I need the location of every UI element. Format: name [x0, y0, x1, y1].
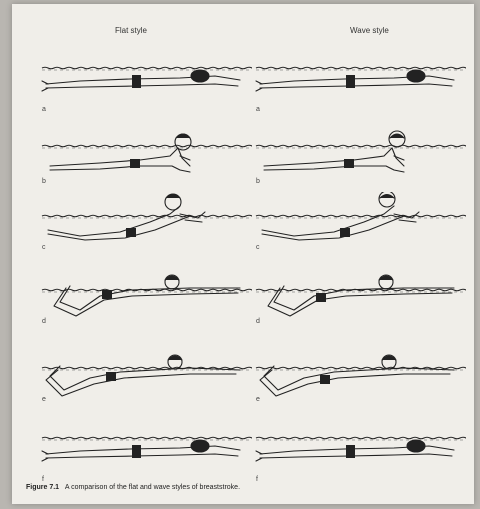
swimmer-illustration	[40, 266, 252, 328]
panel-letter: d	[256, 318, 260, 325]
wave-style-panel-c: c	[254, 192, 466, 254]
swimmer-illustration	[40, 424, 252, 486]
swimmer-illustration	[40, 344, 252, 406]
wave-style-panel-f: f	[254, 424, 466, 486]
figure-label: Figure 7.1	[26, 484, 59, 491]
swimmer-illustration	[254, 192, 466, 254]
swimmer-illustration	[254, 54, 466, 116]
swimmer-illustration	[40, 54, 252, 116]
panel-letter: e	[42, 396, 46, 403]
flat-style-title: Flat style	[115, 26, 147, 35]
swimmer-illustration	[254, 424, 466, 486]
panel-letter: a	[42, 106, 46, 113]
swimmer-body	[46, 446, 240, 454]
swimmer-illustration	[40, 192, 252, 254]
panel-letter: e	[256, 396, 260, 403]
flat-style-panel-f: f	[40, 424, 252, 486]
wave-style-panel-b: b	[254, 126, 466, 188]
panel-letter: c	[42, 244, 46, 251]
swimmer-illustration	[254, 126, 466, 188]
flat-style-panel-c: c	[40, 192, 252, 254]
wave-style-title: Wave style	[350, 26, 389, 35]
figure-caption-text: A comparison of the flat and wave styles…	[65, 484, 240, 491]
swimmer-body	[46, 76, 240, 84]
panel-letter: a	[256, 106, 260, 113]
swimmer-illustration	[254, 266, 466, 328]
figure-caption: Figure 7.1 A comparison of the flat and …	[26, 484, 240, 491]
panel-letter: b	[256, 178, 260, 185]
wave-style-panel-a: a	[254, 54, 466, 116]
wave-style-panel-d: d	[254, 266, 466, 328]
swimmer-illustration	[40, 126, 252, 188]
panel-letter: b	[42, 178, 46, 185]
panel-letter: c	[256, 244, 260, 251]
flat-style-panel-d: d	[40, 266, 252, 328]
flat-style-panel-b: b	[40, 126, 252, 188]
swimmer-illustration	[254, 344, 466, 406]
panel-letter: d	[42, 318, 46, 325]
flat-style-panel-a: a	[40, 54, 252, 116]
flat-style-panel-e: e	[40, 344, 252, 406]
book-page: Flat style Wave style a a b b c c d d e e f f Figur…	[12, 4, 474, 504]
wave-style-panel-e: e	[254, 344, 466, 406]
panel-letter: f	[256, 476, 258, 483]
panel-letter: f	[42, 476, 44, 483]
